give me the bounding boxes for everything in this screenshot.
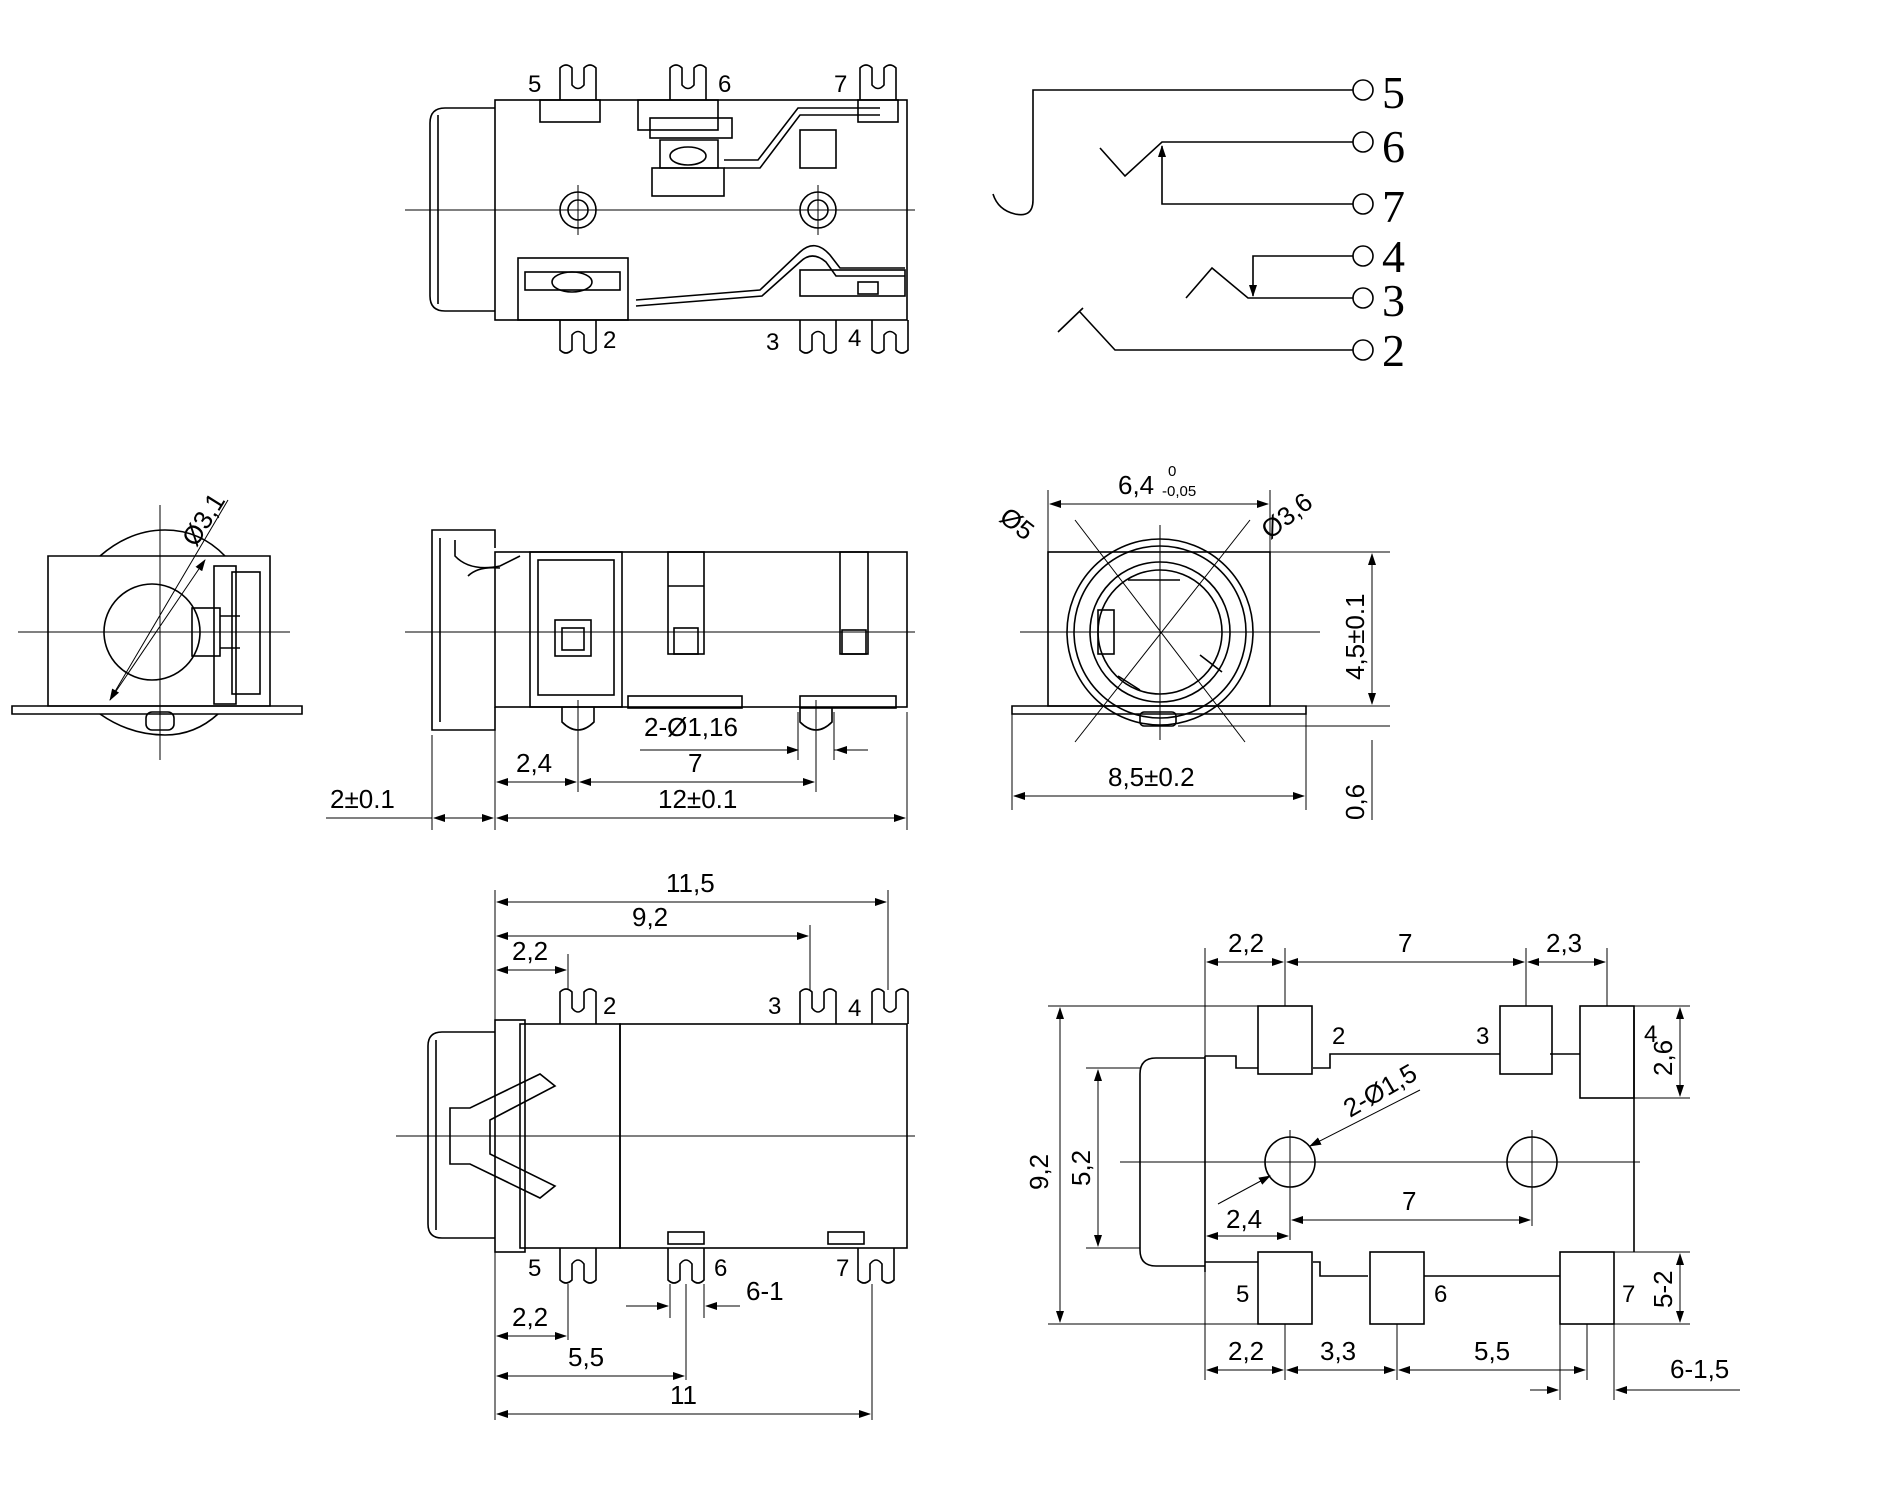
- pad-4: [1579, 1005, 1635, 1099]
- front-view-dim-d5: Ø5: [994, 501, 1040, 546]
- bottom-view-pin-4: 4: [848, 995, 861, 1022]
- footprint-dim-5-2: 5-2: [1648, 1270, 1678, 1308]
- pad-5-label: 5: [1236, 1281, 1249, 1308]
- end-view-dim-d31: Ø3,1: [176, 487, 231, 551]
- schematic: 5 6 7 4 3 2: [992, 67, 1405, 376]
- terminal-2-label: 2: [1382, 325, 1405, 376]
- footprint-dim-7-top: 7: [1398, 928, 1412, 958]
- bottom-view-dim-11: 11: [670, 1380, 697, 1410]
- front-view-dim-64-sub: -0,05: [1162, 483, 1196, 500]
- bottom-view-dim-22a: 2,2: [512, 936, 548, 966]
- pad-6: [1369, 1251, 1425, 1325]
- side-view-dim-7: 7: [688, 748, 702, 778]
- front-view-dim-64: 6,4: [1118, 470, 1154, 500]
- front-view-dim-d36: Ø3,6: [1255, 486, 1318, 544]
- bottom-view-pin-5: 5: [528, 1255, 541, 1282]
- footprint-dim-55: 5,5: [1474, 1336, 1510, 1366]
- top-view-pin-4: 4: [848, 325, 861, 352]
- top-view-pin-2: 2: [603, 327, 616, 354]
- pad-5: [1257, 1251, 1313, 1325]
- bottom-view-dim-22b: 2,2: [512, 1302, 548, 1332]
- side-view-dim-hole: 2-Ø1,16: [644, 712, 738, 742]
- footprint-dim-22-top: 2,2: [1228, 928, 1264, 958]
- terminal-5-label: 5: [1382, 67, 1405, 118]
- pad-2: [1257, 1005, 1313, 1075]
- front-view-dim-85: 8,5±0.2: [1108, 762, 1195, 792]
- footprint-dim-92: 9,2: [1024, 1154, 1054, 1190]
- side-view: 2-Ø1,16 2,4 7 12±0.1 2±0.1: [326, 529, 915, 830]
- bottom-view-dim-55: 5,5: [568, 1342, 604, 1372]
- footprint-dim-26: 2,6: [1648, 1040, 1678, 1076]
- top-view: 5 6 7 2 3 4: [405, 64, 915, 356]
- pad-3: [1499, 1005, 1553, 1075]
- footprint-dim-52: 5,2: [1066, 1150, 1096, 1186]
- bottom-view-dim-115: 11,5: [666, 868, 715, 898]
- front-view-dim-06: 0,6: [1340, 784, 1370, 820]
- bottom-view-pin-2: 2: [603, 993, 616, 1020]
- top-view-pin-7: 7: [834, 71, 847, 98]
- terminal-7-label: 7: [1382, 181, 1405, 232]
- side-view-dim-12: 12±0.1: [658, 784, 737, 814]
- pcb-footprint: 2 3 4 5 6 7 2,2 7 2,3 2,6 9,2 5,2 2-Ø: [1024, 928, 1740, 1400]
- footprint-dim-33: 3,3: [1320, 1336, 1356, 1366]
- side-view-dim-2: 2±0.1: [330, 784, 395, 814]
- pad-2-label: 2: [1332, 1023, 1345, 1050]
- front-view-dim-45: 4,5±0.1: [1340, 593, 1370, 680]
- footprint-dim-22-bot: 2,2: [1228, 1336, 1264, 1366]
- bottom-view-dim-61: 6-1: [746, 1276, 784, 1306]
- side-view-dim-24: 2,4: [516, 748, 552, 778]
- terminal-4-label: 4: [1382, 231, 1405, 282]
- bottom-view: 2 3 4 5 6 7 11,5 9,2 2,2 6-1 2,2 5,5 11: [396, 868, 915, 1420]
- top-view-pin-6: 6: [718, 71, 731, 98]
- footprint-dim-615: 6-1,5: [1670, 1354, 1729, 1384]
- pad-4-label: 4: [1644, 1021, 1657, 1048]
- front-view: 6,4 0 -0,05 Ø5 Ø3,6 4,5±0.1 0,6 8,5±0.2: [994, 463, 1390, 820]
- terminal-6-label: 6: [1382, 121, 1405, 172]
- bottom-view-pin-3: 3: [768, 993, 781, 1020]
- pad-7: [1559, 1251, 1615, 1325]
- pad-7-label: 7: [1622, 1281, 1635, 1308]
- footprint-dim-holes: 2-Ø1,5: [1338, 1057, 1422, 1123]
- bottom-view-dim-92: 9,2: [632, 902, 668, 932]
- end-view: Ø3,1: [11, 487, 303, 760]
- footprint-dim-23-top: 2,3: [1546, 928, 1582, 958]
- top-view-pin-5: 5: [528, 71, 541, 98]
- footprint-dim-24: 2,4: [1226, 1204, 1262, 1234]
- terminal-3-label: 3: [1382, 275, 1405, 326]
- pad-6-label: 6: [1434, 1281, 1447, 1308]
- bottom-view-pin-6: 6: [714, 1255, 727, 1282]
- footprint-dim-7-mid: 7: [1402, 1186, 1416, 1216]
- bottom-view-pin-7: 7: [836, 1255, 849, 1282]
- front-view-dim-64-sup: 0: [1168, 463, 1176, 480]
- pad-3-label: 3: [1476, 1023, 1489, 1050]
- top-view-pin-3: 3: [766, 329, 779, 356]
